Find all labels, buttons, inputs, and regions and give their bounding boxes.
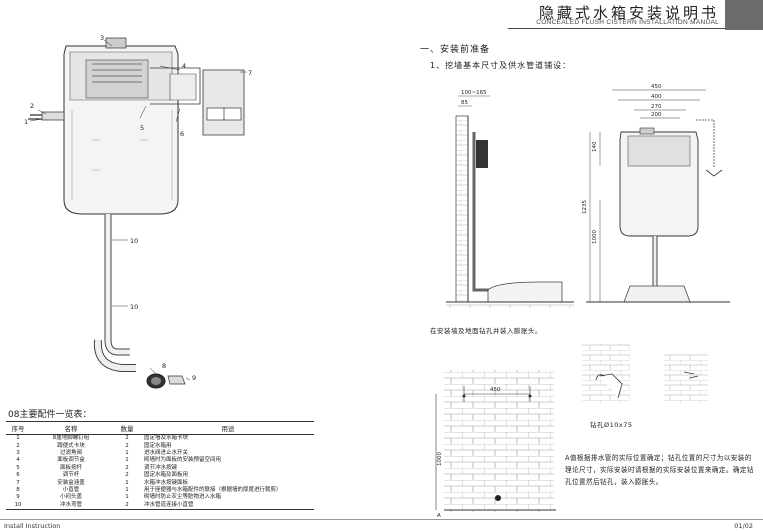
row-use: 固定墙及水箱卡块 (144, 435, 189, 442)
row-qty: 2 (125, 435, 129, 442)
row-no: 4 (16, 457, 20, 464)
table-row: 4 面板调节盒 1 砌墙时为面板的安装预留空间用 (6, 457, 314, 464)
manual-title: 隐藏式水箱安装说明书 (538, 4, 719, 22)
table-row: 7 安装盒涵盖 1 水箱冲水按键面板 (6, 479, 314, 486)
footer-rule (0, 519, 763, 520)
wall-corner-a: A (437, 513, 441, 519)
row-qty: 1 (125, 494, 129, 501)
front-elevation-view (586, 89, 730, 303)
cistern-exploded-view (28, 37, 247, 389)
table-row: 3 过滤角阀 1 进水阀进止水开关 (6, 450, 314, 457)
step-drill-install: 在安装墙及地面钻孔并装入膨胀头。 (430, 327, 542, 335)
callout-4: 4 (182, 62, 186, 70)
row-use: 水箱冲水按键面板 (144, 479, 189, 486)
row-qty: 1 (125, 449, 129, 456)
row-use: 砌墙时防止灰尘等脏物进入水箱 (144, 494, 222, 501)
row-use: 进水阀进止水开关 (144, 449, 189, 456)
parts-table-header: 序号 名称 数量 用途 (6, 421, 314, 435)
parts-table: 序号 名称 数量 用途 1 8厘地脚螺钉组 2 固定墙及水箱卡块 2 蹲便式卡块 2 固定水… (6, 421, 314, 510)
exploded-callouts: 3 1 2 4 5 6 7 8 9 10 10 (24, 34, 252, 382)
row-no: 3 (16, 449, 20, 456)
row-qty: 1 (125, 457, 129, 464)
drill-spec-label: 钻孔Ø10x75 (590, 421, 633, 429)
callout-9: 9 (192, 374, 196, 382)
row-use: 固定水箱及面板用 (144, 472, 189, 479)
row-qty: 1 (125, 486, 129, 493)
table-row: 6 调节杆 2 固定水箱及面板用 (6, 472, 314, 479)
row-qty: 2 (125, 464, 129, 471)
col-name: 名称 (30, 421, 112, 435)
dim-450: 450 (651, 84, 662, 90)
row-no: 9 (16, 494, 20, 501)
row-qty: 1 (125, 479, 129, 486)
table-row: 8 小直管 1 用于座便器与水箱配件的联接（根据墙的厚度进行裁剪） (6, 487, 314, 494)
dim-1235: 1235 (582, 200, 588, 214)
dim-140: 140 (592, 141, 598, 152)
row-name: 安装盒涵盖 (57, 479, 85, 486)
row-use: 冲水管道连接小直管 (142, 501, 314, 510)
row-no: 5 (16, 464, 20, 471)
callout-6: 6 (180, 130, 184, 138)
row-name: 蹲便式卡块 (57, 442, 85, 449)
dim-200: 200 (651, 112, 662, 118)
row-name: 面板按杆 (59, 464, 82, 471)
dim-270: 270 (651, 104, 662, 110)
table-row: 9 小闷头盖 1 砌墙时防止灰尘等脏物进入水箱 (6, 494, 314, 501)
callout-2: 2 (30, 102, 34, 110)
row-no: 1 (16, 435, 20, 442)
row-no: 10 (6, 501, 30, 510)
row-no: 7 (16, 479, 20, 486)
dim-1000: 1000 (592, 230, 598, 244)
row-no: 8 (16, 486, 20, 493)
manual-subtitle: CONCEALED FLUSH CISTERN INSTALLATION MAN… (536, 19, 719, 26)
installation-note: A值根据排水管的实际位置确定；钻孔位置的尺寸为以安装的理论尺寸，实际安装时请根据… (565, 454, 754, 486)
row-qty: 2 (125, 442, 129, 449)
row-no: 6 (16, 472, 20, 479)
table-row: 1 8厘地脚螺钉组 2 固定墙及水箱卡块 (6, 435, 314, 443)
row-name: 过滤角阀 (59, 449, 82, 456)
dim-400: 400 (651, 94, 662, 100)
row-name: 8厘地脚螺钉组 (52, 435, 90, 442)
header-rule (508, 28, 725, 29)
row-no: 2 (16, 442, 20, 449)
row-name: 小闷头盖 (59, 494, 82, 501)
dim-side-85: 85 (461, 100, 468, 106)
wall-height-1000: 1000 (437, 452, 443, 466)
row-use: 用于座便器与水箱配件的联接（根据墙的厚度进行裁剪） (144, 486, 282, 493)
table-row: 2 蹲便式卡块 2 固定水箱用 (6, 442, 314, 449)
row-qty: 2 (112, 501, 142, 510)
col-no: 序号 (6, 421, 30, 435)
row-use: 固定水箱用 (144, 442, 172, 449)
row-name: 冲水弯管 (30, 501, 112, 510)
callout-5: 5 (140, 124, 144, 132)
side-section-view (446, 95, 574, 308)
row-name: 调节杆 (62, 472, 80, 479)
page-number: 01/02 (734, 522, 753, 530)
callout-8: 8 (162, 362, 166, 370)
parts-table-title: 08主要配件一览表： (8, 410, 92, 420)
row-name: 小直管 (62, 486, 80, 493)
callout-7: 7 (248, 69, 252, 77)
wall-drilling-view (435, 344, 708, 512)
row-qty: 2 (125, 472, 129, 479)
row-use: 调节冲水按键 (144, 464, 178, 471)
callout-3: 3 (100, 34, 104, 42)
col-use: 用途 (142, 421, 314, 435)
col-qty: 数量 (112, 421, 142, 435)
table-row: 5 面板按杆 2 调节冲水按键 (6, 465, 314, 472)
row-name: 面板调节盒 (57, 457, 85, 464)
step-dig-wall: 1、挖墙基本尺寸及供水管道铺设： (430, 61, 572, 70)
wall-width-450: 450 (490, 387, 501, 393)
section-heading: 一、安装前准备 (420, 45, 491, 55)
callout-10a: 10 (130, 237, 138, 245)
callout-1: 1 (24, 118, 28, 126)
callout-10b: 10 (130, 303, 138, 311)
footer-label: Install Instruction (4, 522, 61, 530)
dim-side-100-165: 100~165 (461, 90, 487, 96)
row-use: 砌墙时为面板的安装预留空间用 (144, 457, 222, 464)
header-corner-block (725, 0, 763, 30)
